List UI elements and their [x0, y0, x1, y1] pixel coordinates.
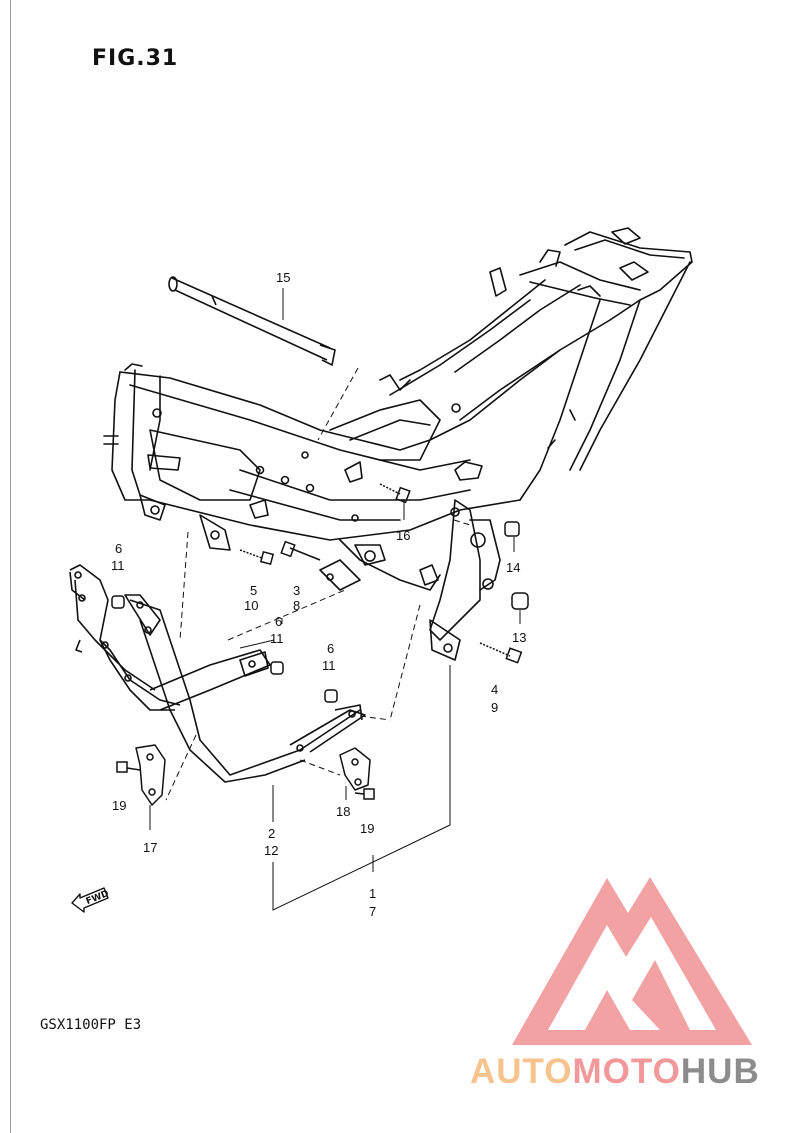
- watermark-hub: HUB: [680, 1052, 760, 1091]
- callout-4: 4: [491, 682, 498, 697]
- callout-13: 13: [512, 630, 526, 645]
- callout-19-left: 19: [112, 798, 126, 813]
- fwd-arrow-icon: FWD: [71, 887, 111, 913]
- callout-8: 8: [293, 598, 300, 613]
- callout-18: 18: [336, 804, 350, 819]
- callout-11-mid: 11: [270, 631, 284, 646]
- figure-title: FIG.31: [92, 46, 179, 71]
- callout-7: 7: [369, 904, 376, 919]
- brackets-17-18: [135, 744, 371, 806]
- callout-5: 5: [250, 583, 257, 598]
- callout-10: 10: [244, 598, 258, 613]
- left-cradle: [69, 564, 181, 711]
- part-2-downtube: [124, 594, 366, 783]
- callout-15: 15: [276, 270, 290, 285]
- callout-11-left: 11: [111, 558, 125, 573]
- callout-16: 16: [396, 528, 410, 543]
- callout-6-mid: 6: [275, 614, 282, 629]
- main-frame: [103, 227, 693, 661]
- callout-1: 1: [369, 886, 376, 901]
- callout-6-right: 6: [327, 641, 334, 656]
- callout-19-right: 19: [360, 821, 374, 836]
- callout-11-right: 11: [322, 658, 336, 673]
- fwd-label: FWD: [85, 889, 111, 907]
- callout-2: 2: [268, 826, 275, 841]
- callout-3: 3: [293, 583, 300, 598]
- watermark-auto: AUTO: [470, 1052, 573, 1091]
- watermark-brand: AUTOMOTOHUB: [470, 1052, 760, 1092]
- callout-6-left: 6: [115, 541, 122, 556]
- automotohub-logo-icon: [512, 877, 752, 1045]
- callout-12: 12: [264, 843, 278, 858]
- callout-14: 14: [506, 560, 520, 575]
- callout-9: 9: [491, 700, 498, 715]
- dashed-leaders: [165, 367, 471, 801]
- part-15-rod: [168, 276, 336, 367]
- callout-17: 17: [143, 840, 157, 855]
- callout-numbers: 15 16 14 13 6 11 5 10 3 8 6 11 6 11 4 9 …: [111, 270, 526, 919]
- model-code: GSX1100FP E3: [40, 1017, 142, 1033]
- watermark-moto: MOTO: [572, 1052, 681, 1091]
- leader-lines: [149, 288, 521, 911]
- page-edge: [10, 0, 11, 1133]
- fasteners: [111, 483, 529, 800]
